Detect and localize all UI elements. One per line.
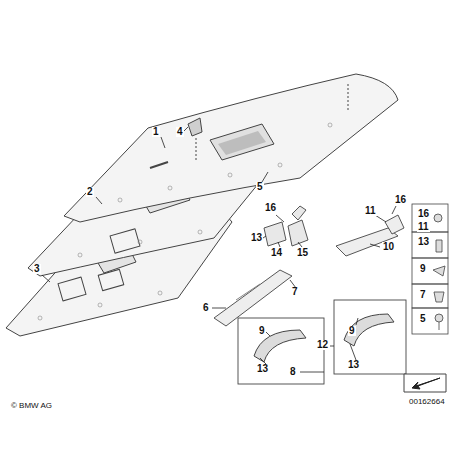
cover-cap <box>188 118 202 136</box>
callout-number: 16 <box>394 195 407 205</box>
callout-number: 16 <box>417 209 430 219</box>
clip-holes <box>38 123 332 320</box>
group-frame <box>238 318 324 384</box>
callout-number: 13 <box>250 233 263 243</box>
callout-number: 9 <box>348 326 356 336</box>
parts-column <box>412 204 448 334</box>
callout-number: 16 <box>264 203 277 213</box>
callout-number: 8 <box>289 367 297 377</box>
callout-number: 13 <box>347 360 360 370</box>
callout-number: 13 <box>256 364 269 374</box>
callout-number: 5 <box>419 314 427 324</box>
group-frame <box>334 300 406 374</box>
callout-number: 9 <box>258 326 266 336</box>
callout-number: 1 <box>152 127 160 137</box>
guide-line <box>348 84 349 110</box>
callout-number: 11 <box>417 222 430 232</box>
callout-number: 15 <box>296 248 309 258</box>
callout-number: 14 <box>270 248 283 258</box>
callout-number: 9 <box>419 264 427 274</box>
callout-number: 2 <box>86 187 94 197</box>
direction-arrow <box>412 378 440 389</box>
leader-lines <box>42 127 396 372</box>
footer-note: 00162664 <box>408 398 446 406</box>
callout-number: 11 <box>364 206 377 216</box>
bracket <box>214 215 404 326</box>
callout-number: 6 <box>202 303 210 313</box>
callout-number: 13 <box>417 237 430 247</box>
direction-frame <box>404 374 446 392</box>
callout-number: 10 <box>382 242 395 252</box>
callout-number: 7 <box>291 287 299 297</box>
headliner <box>6 74 398 336</box>
footer-note: © BMW AG <box>10 402 53 410</box>
callout-number: 3 <box>33 264 41 274</box>
callout-number: 5 <box>256 182 264 192</box>
guide-line <box>196 138 197 160</box>
callout-number: 4 <box>176 127 184 137</box>
callout-number: 12 <box>316 340 329 350</box>
callout-number: 7 <box>419 290 427 300</box>
grab-handle <box>344 314 394 346</box>
